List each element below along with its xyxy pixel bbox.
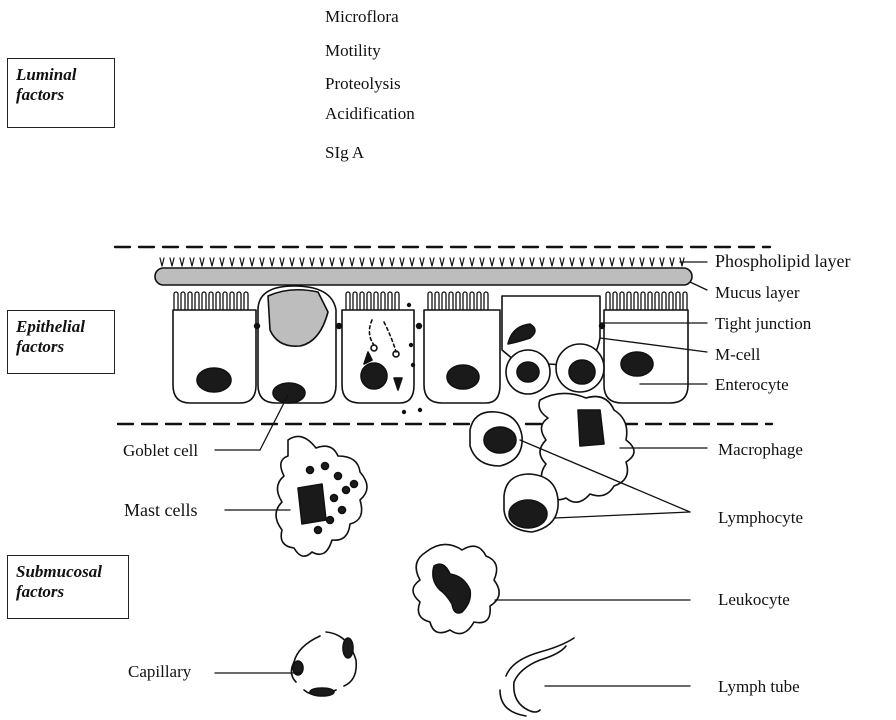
label-mucus-layer: Mucus layer (715, 283, 800, 303)
nucleus (197, 368, 231, 392)
label-lymphocyte: Lymphocyte (718, 508, 803, 528)
mast-cell-granule (327, 517, 334, 524)
mast-cell-granule (331, 495, 338, 502)
nucleus (578, 410, 604, 446)
mucus-layer (155, 268, 692, 285)
goblet-cell-mucus-granule (268, 290, 328, 346)
nucleus (569, 360, 595, 384)
mast-cell-granule (335, 473, 342, 480)
tight-junction-dot-4 (600, 324, 605, 329)
paracellular-dot (410, 344, 413, 347)
capillary-nucleus (310, 688, 334, 696)
label-tight-junction: Tight junction (715, 314, 811, 334)
m-cell-nucleus (508, 324, 535, 344)
lymph-tube-wall (500, 690, 526, 716)
mast-cell-granule (343, 487, 350, 494)
paracellular-dot (412, 364, 415, 367)
nucleus (621, 352, 653, 376)
transcytosis-arrow (384, 322, 396, 352)
label-phospholipid-layer: Phospholipid layer (715, 251, 851, 272)
capillary-nucleus (343, 638, 353, 658)
mast-cell-granule (339, 507, 346, 514)
label-m-cell: M-cell (715, 345, 760, 365)
paracellular-dot (419, 409, 422, 412)
mast-cell-granule (351, 481, 358, 488)
tight-junction-dot-3 (417, 324, 422, 329)
label-leukocyte: Leukocyte (718, 590, 790, 610)
mast-cell-granule (307, 467, 314, 474)
transcytosis-arrow (369, 320, 374, 345)
lymph-tube-wall (506, 638, 574, 712)
label-mast-cells: Mast cells (124, 500, 198, 521)
label-lymph-tube: Lymph tube (718, 677, 800, 697)
phospholipid-layer (160, 258, 684, 266)
paracellular-dot (403, 411, 406, 414)
label-enterocyte: Enterocyte (715, 375, 789, 395)
vesicle (371, 345, 377, 351)
label-capillary: Capillary (128, 662, 191, 682)
microvilli (174, 292, 687, 310)
mast-cell-granule (322, 463, 329, 470)
nucleus (361, 363, 387, 389)
tight-junction-dot-2 (337, 324, 342, 329)
nucleus (509, 500, 547, 528)
mast-cell-granule (315, 527, 322, 534)
label-goblet-cell: Goblet cell (123, 441, 198, 461)
nucleus (447, 365, 479, 389)
label-macrophage: Macrophage (718, 440, 803, 460)
nucleus (484, 427, 516, 453)
paracellular-dot (408, 304, 411, 307)
tight-junction-dot-1 (255, 324, 260, 329)
nucleus (517, 362, 539, 382)
nucleus (298, 484, 326, 524)
nucleus (273, 383, 305, 403)
